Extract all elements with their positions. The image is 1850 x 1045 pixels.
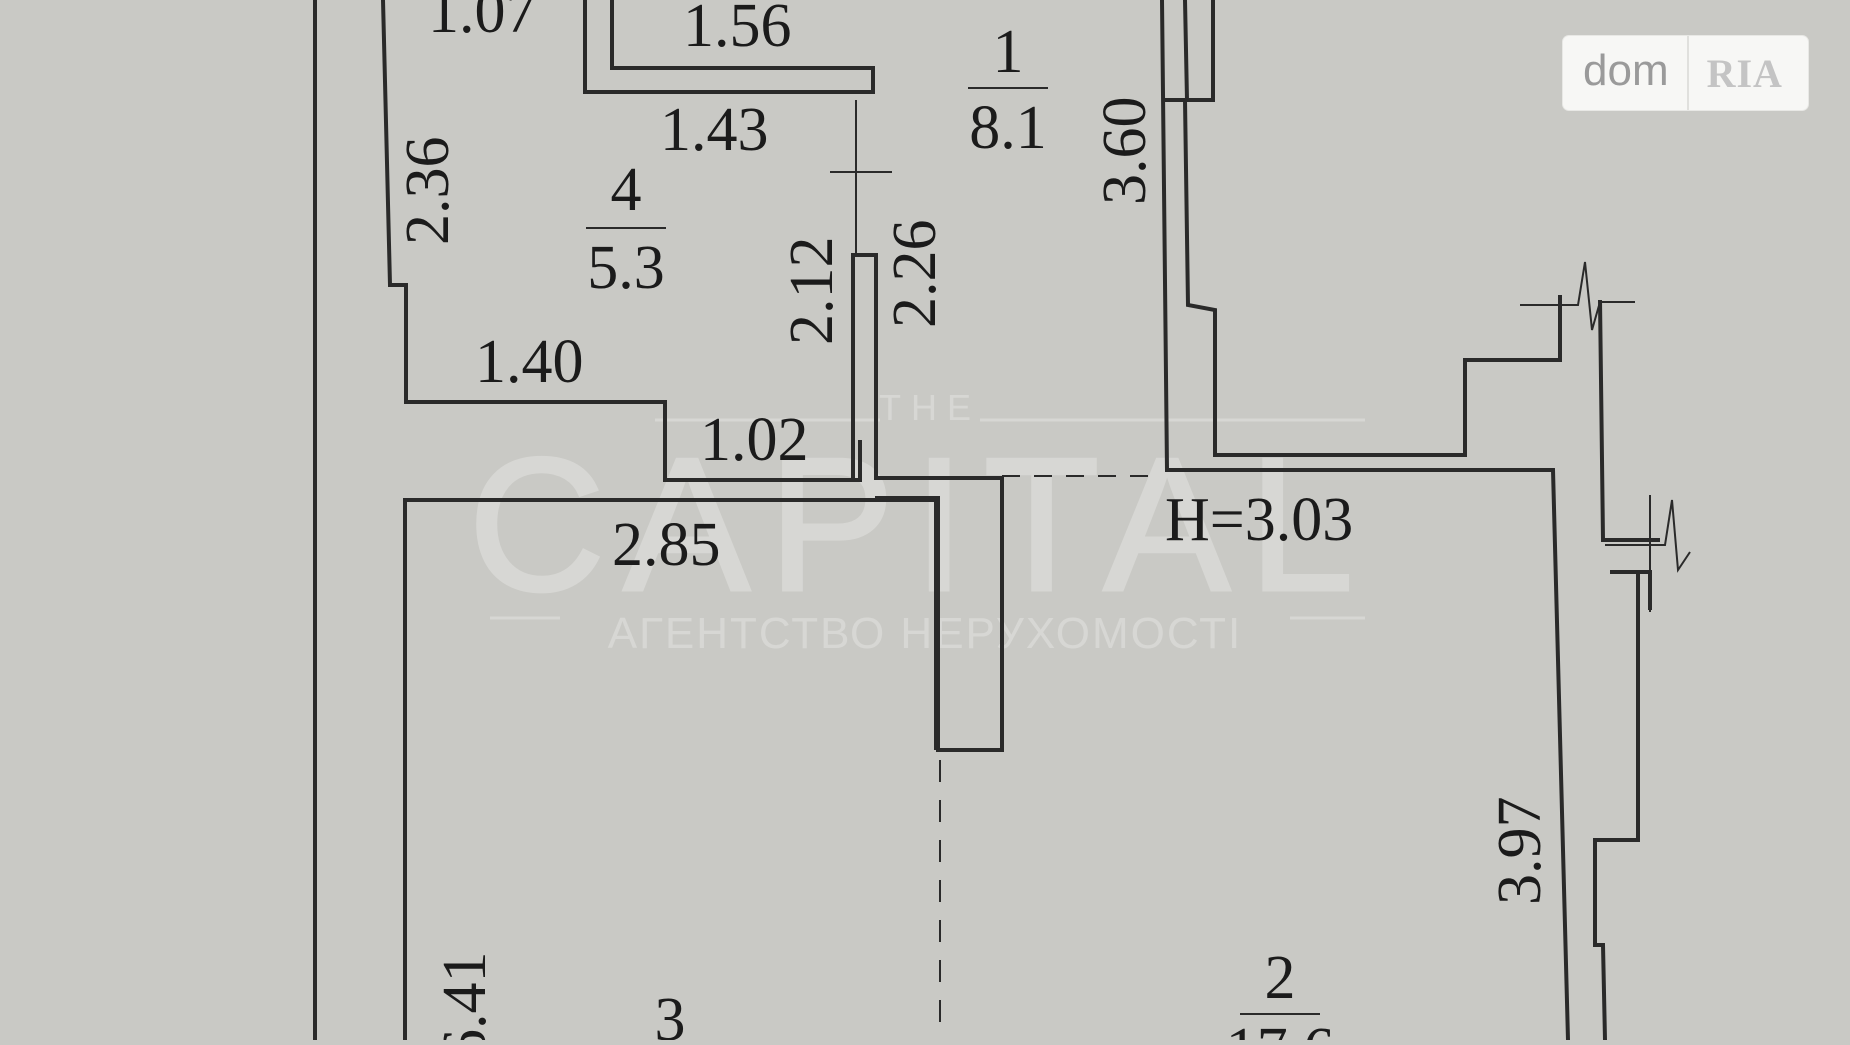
dim-3-60: 3.60 (1091, 97, 1159, 206)
wall-room-3 (403, 498, 938, 1040)
room-2-label: 2 17.6 (1226, 944, 1335, 1045)
wall-exterior-right-step (1610, 570, 1652, 610)
room-3-label: 3 (655, 986, 686, 1045)
watermark: THE CAPITAL АГЕНТСТВО НЕРУХОМОСТІ (467, 387, 1372, 658)
badge-dom-text: dom (1563, 36, 1689, 110)
watermark-sub: АГЕНТСТВО НЕРУХОМОСТІ (608, 609, 1243, 658)
dim-2-26: 2.26 (881, 220, 949, 329)
room-1-label: 1 8.1 (968, 18, 1048, 162)
dim-2-12: 2.12 (778, 237, 846, 346)
domria-badge: dom RIA (1563, 36, 1808, 110)
wall-top-notch (583, 0, 875, 94)
room-1-number: 1 (993, 18, 1024, 86)
watermark-small: THE (879, 387, 981, 428)
dim-2-36: 2.36 (394, 137, 462, 246)
break-mark-top (1520, 261, 1635, 331)
room-3-number: 3 (655, 986, 686, 1040)
dim-1-56: 1.56 (683, 0, 792, 60)
room-4-label: 4 5.3 (586, 156, 666, 302)
dim-1-02: 1.02 (700, 406, 809, 474)
break-mark-bottom (1605, 499, 1691, 573)
dim-1-40: 1.40 (475, 328, 584, 396)
room-1-area: 8.1 (969, 94, 1047, 162)
wall-room-2-right (1160, 0, 1570, 1041)
dim-1-07: 1.07 (428, 0, 537, 46)
dim-1-43: 1.43 (660, 96, 769, 164)
dim-height: H=3.03 (1165, 486, 1353, 554)
walls (313, 0, 1660, 1041)
wall-top-right-notch (1183, 0, 1215, 102)
dim-3-97: 3.97 (1486, 797, 1554, 906)
room-2-number: 2 (1265, 944, 1296, 1012)
wall-room-4 (381, 0, 862, 482)
room-4-area: 5.3 (587, 234, 665, 302)
wall-stepped-right (1183, 99, 1562, 457)
dim-6-41: 6.41 (431, 952, 499, 1041)
dim-2-85: 2.85 (612, 511, 721, 579)
badge-ria-logo: RIA (1706, 50, 1783, 96)
room-2-area: 17.6 (1226, 1016, 1335, 1040)
dimension-labels: 1.07 1.56 1.43 2.36 3.60 2.12 2.26 1.40 … (394, 0, 1554, 1045)
annotations (830, 100, 1691, 1040)
room-4-number: 4 (611, 156, 642, 224)
wall-exterior-right-lower (1593, 570, 1640, 1041)
watermark-main: CAPITAL (468, 419, 1372, 631)
wall-exterior-right-upper (1598, 299, 1660, 542)
